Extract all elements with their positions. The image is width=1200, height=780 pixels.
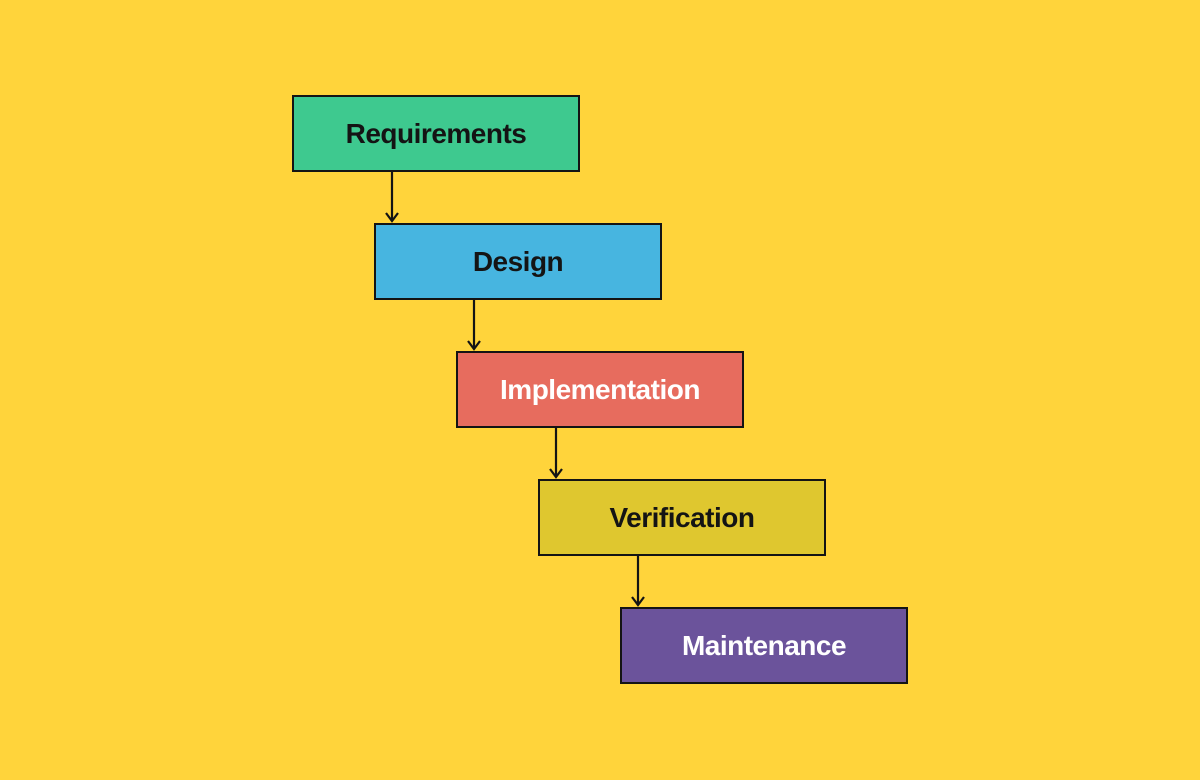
stage-label-design: Design: [472, 245, 564, 277]
stage-label-implementation: Implementation: [500, 373, 700, 405]
stage-box-design: Design: [374, 223, 662, 300]
stage-label-verification: Verification: [609, 501, 755, 533]
arrow-down-icon: [385, 172, 399, 223]
stage-box-verification: Verification: [538, 479, 826, 556]
arrow-down-icon: [467, 300, 481, 351]
stage-box-requirements: Requirements: [292, 95, 580, 172]
stage-label-maintenance: Maintenance: [681, 629, 847, 661]
arrow-down-icon: [631, 556, 645, 607]
stage-box-maintenance: Maintenance: [620, 607, 908, 684]
stage-label-requirements: Requirements: [345, 117, 527, 149]
stage-box-implementation: Implementation: [456, 351, 744, 428]
arrow-down-icon: [549, 428, 563, 479]
